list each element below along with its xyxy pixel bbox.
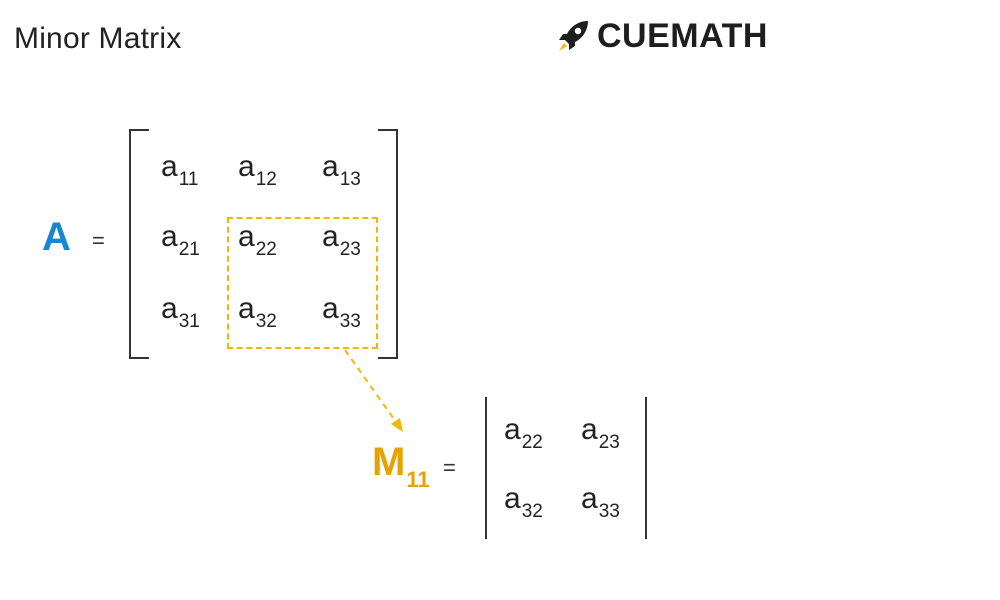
right-determinant-bar (645, 397, 647, 539)
matrix-entry: a23 (322, 220, 361, 260)
minor-equals: = (443, 455, 456, 480)
left-bracket (129, 129, 149, 359)
matrix-entry: a11 (161, 150, 199, 190)
matrix-entry: a22 (238, 220, 277, 260)
minor-entry: a22 (504, 413, 543, 453)
left-determinant-bar (485, 397, 487, 539)
rocket-icon (559, 21, 588, 51)
matrix-a-equals: = (92, 228, 105, 253)
matrix-entry: a31 (161, 292, 200, 332)
minor-entry: a33 (581, 482, 620, 522)
page-title: Minor Matrix (14, 22, 182, 55)
minor-label: M11 (372, 440, 430, 492)
right-bracket (378, 129, 398, 359)
matrix-entry: a21 (161, 220, 200, 260)
matrix-entry: a12 (238, 150, 277, 190)
minor-entry: a23 (581, 413, 620, 453)
matrix-entry: a32 (238, 292, 277, 332)
minor-highlight-box (227, 217, 378, 349)
minor-entry: a32 (504, 482, 543, 522)
matrix-entry: a13 (322, 150, 361, 190)
logo-text: CUEMATH (597, 16, 768, 55)
matrix-entry: a33 (322, 292, 361, 332)
cuemath-logo: CUEMATH (555, 16, 768, 56)
matrix-a-label: A (42, 215, 71, 259)
